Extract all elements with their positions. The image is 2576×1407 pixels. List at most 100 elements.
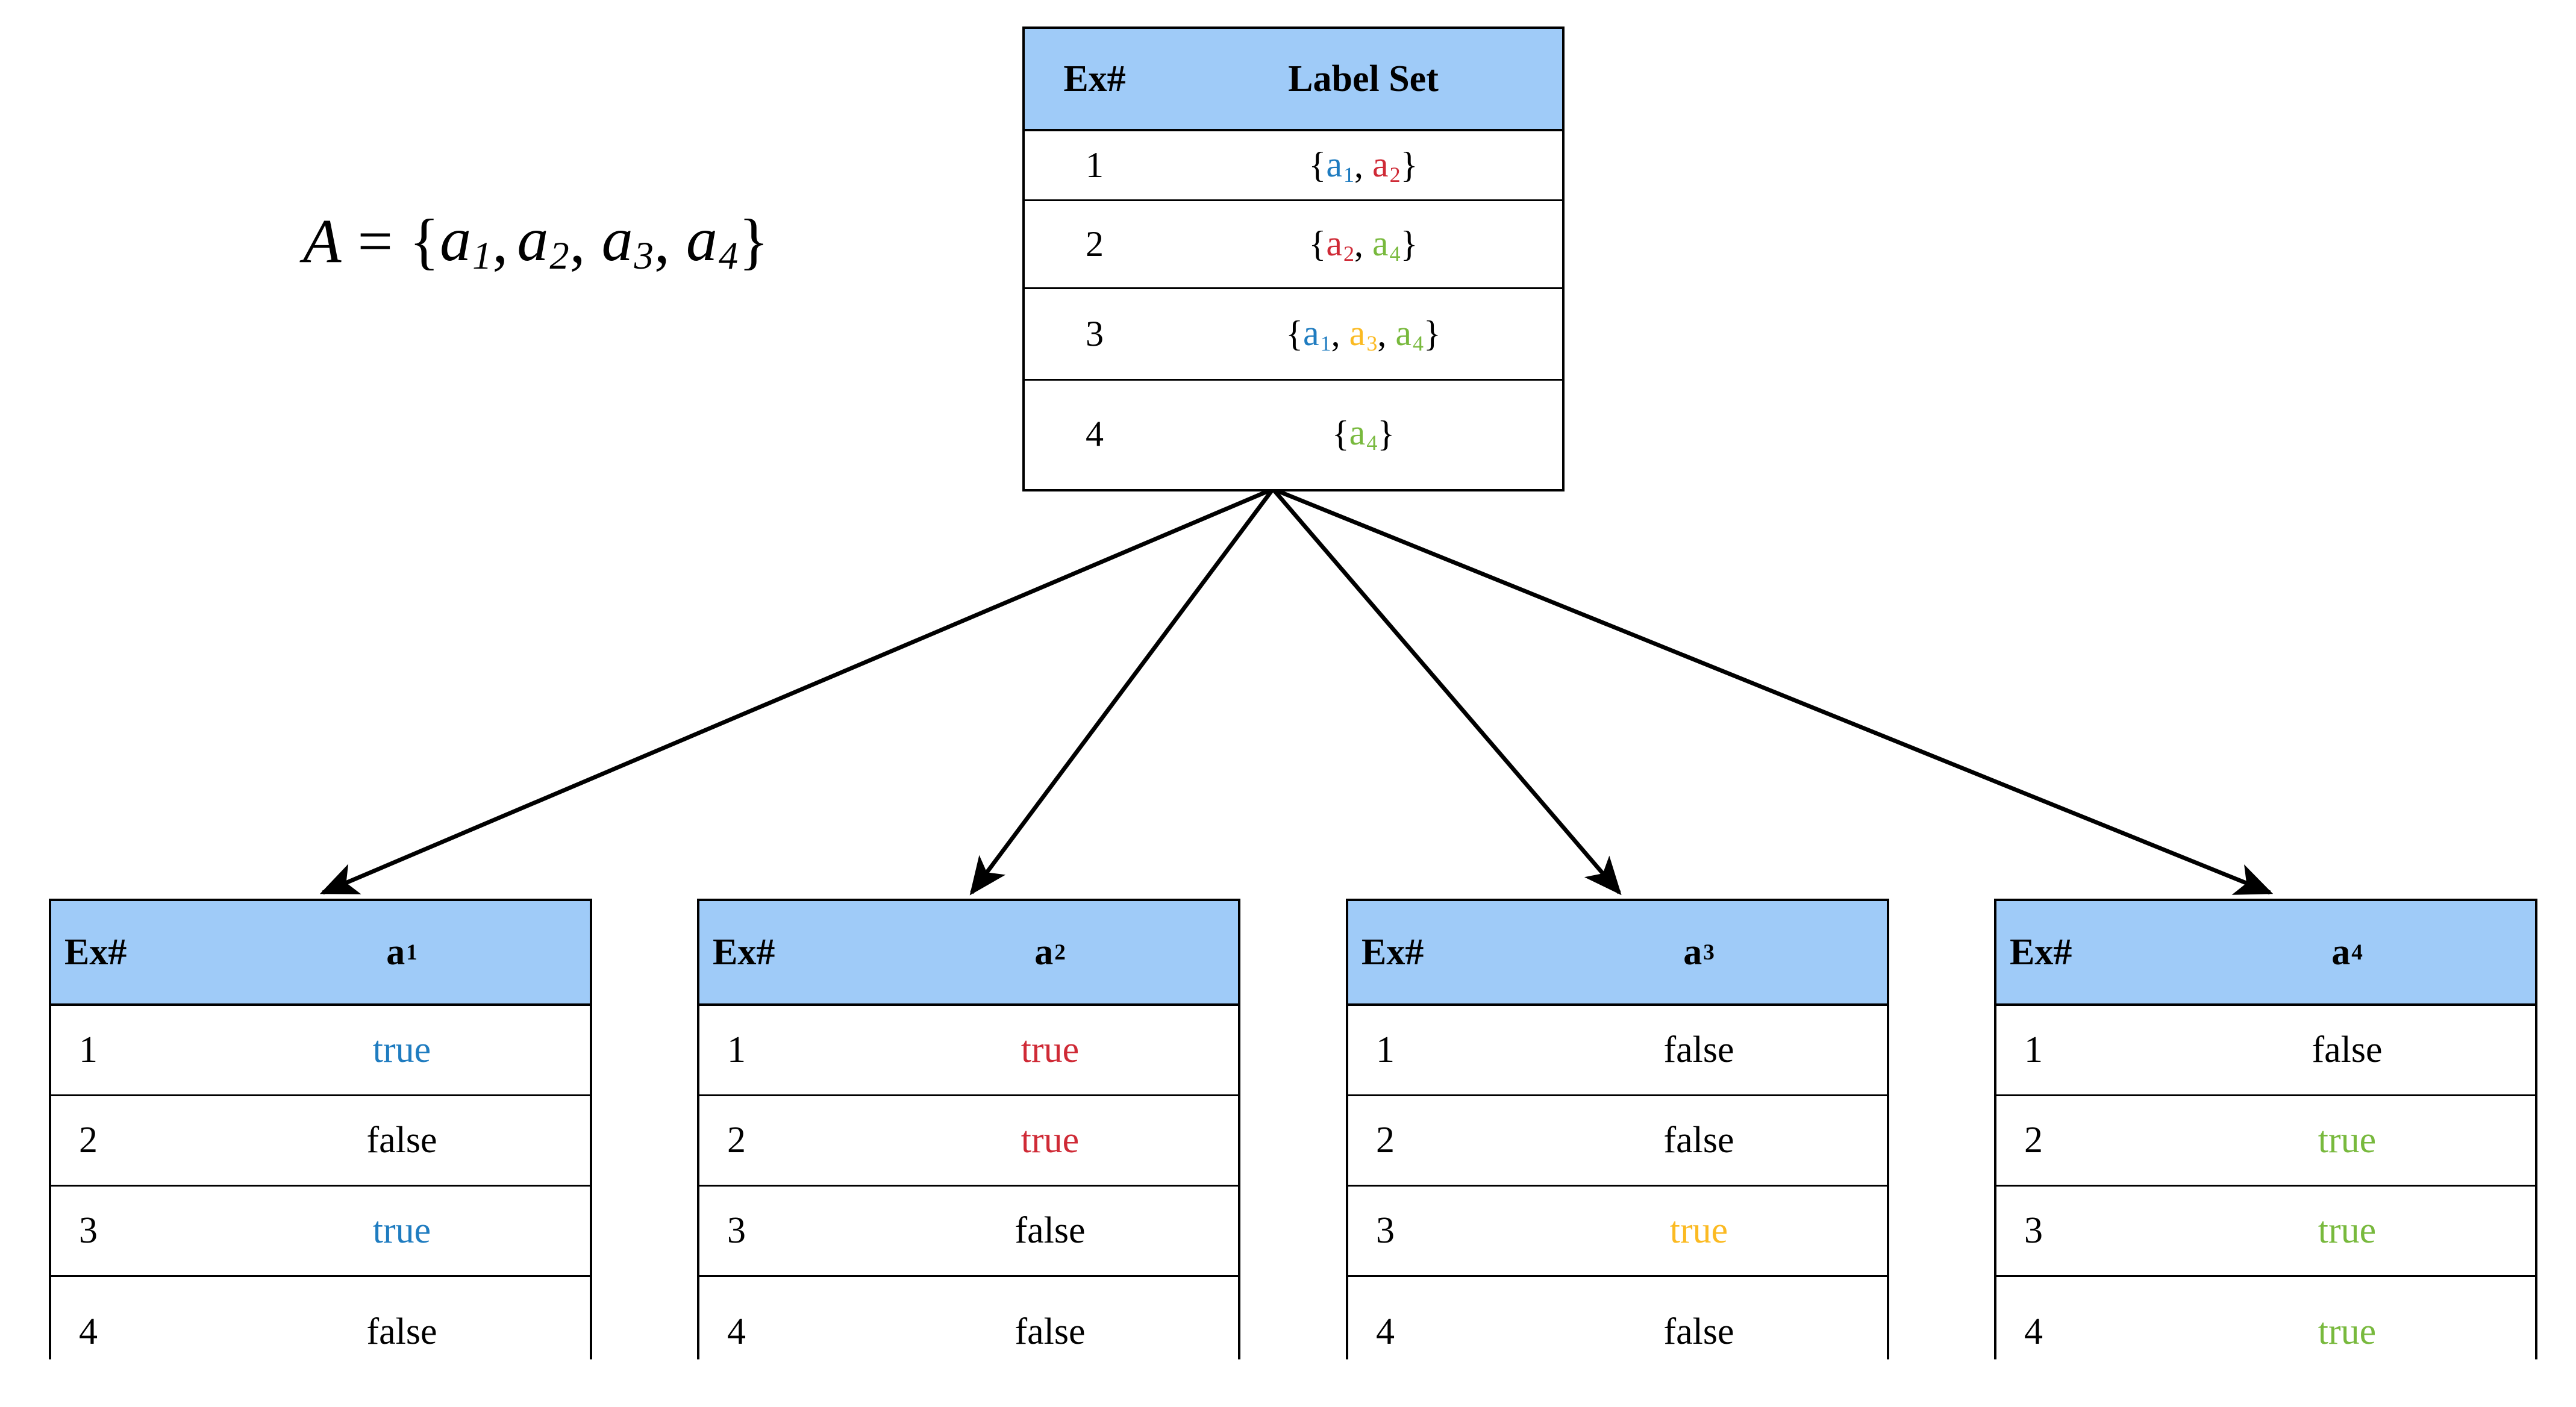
label-a3: a3 <box>1349 313 1378 355</box>
label-set-table: Ex# Label Set 1 {a1, a2} 2 {a2, a4} 3 {a… <box>1022 27 1565 491</box>
table-row: 1 false <box>1348 1006 1887 1096</box>
cell-ex-number: 2 <box>1376 1120 1395 1161</box>
cell-value: false <box>1663 1311 1734 1352</box>
cell-value: false <box>1014 1311 1086 1352</box>
equation-equals: = <box>357 206 394 276</box>
equation-element-3: a3 <box>601 204 654 278</box>
cell-value: true <box>372 1029 431 1070</box>
cell-value: true <box>2318 1311 2377 1352</box>
cell-value: false <box>366 1120 437 1161</box>
cell-ex-number: 3 <box>2024 1210 2043 1251</box>
label-a4: a4 <box>1372 223 1401 266</box>
header-ex-number: Ex# <box>1063 58 1126 99</box>
arrow-to-a1 <box>319 487 1274 895</box>
table-row: 3 true <box>1996 1187 2535 1277</box>
arrow-to-a4 <box>1272 487 2274 895</box>
label-a4: a4 <box>1349 413 1378 455</box>
table-row: 3 {a1, a3, a4} <box>1025 289 1562 381</box>
cell-label-set: {a2, a4} <box>1308 223 1418 266</box>
cell-ex-number: 1 <box>1376 1029 1395 1070</box>
table-row: 1 false <box>1996 1006 2535 1096</box>
label-a2: a2 <box>1326 223 1354 266</box>
cell-ex-number: 3 <box>1376 1210 1395 1251</box>
equation-element-4: a4 <box>686 204 739 278</box>
table-row: 2 true <box>1996 1096 2535 1187</box>
header-ex-number: Ex# <box>64 931 127 973</box>
cell-ex-number: 2 <box>727 1120 746 1161</box>
table-row: 2 false <box>1348 1096 1887 1187</box>
cell-value: false <box>1663 1029 1734 1070</box>
table-row: 3 true <box>1348 1187 1887 1277</box>
label-a2: a2 <box>1372 144 1401 187</box>
table-row: 3 true <box>51 1187 590 1277</box>
header-ex-number: Ex# <box>1361 931 1424 973</box>
cell-ex-number: 1 <box>1086 145 1104 185</box>
header-ex-number: Ex# <box>2010 931 2072 973</box>
table-row: 1 {a1, a2} <box>1025 131 1562 201</box>
arrow-to-a3 <box>1271 487 1622 896</box>
cell-ex-number: 3 <box>1086 314 1104 354</box>
cell-label-set: {a4} <box>1331 413 1395 455</box>
table-row: 4 false <box>51 1277 590 1387</box>
table-row: 2 true <box>699 1096 1238 1187</box>
arrow-to-a2 <box>969 487 1275 896</box>
cell-ex-number: 4 <box>79 1311 98 1352</box>
cell-value: true <box>372 1210 431 1251</box>
table-row: 4 false <box>1348 1277 1887 1387</box>
table-row: 2 false <box>51 1096 590 1187</box>
table-row: 3 false <box>699 1187 1238 1277</box>
equation-element-1: a1 <box>440 204 493 278</box>
equation-lhs: A <box>303 206 342 276</box>
label-a1: a1 <box>1303 313 1331 355</box>
cell-value: true <box>1021 1120 1080 1161</box>
table-row: 4 true <box>1996 1277 2535 1387</box>
cell-ex-number: 3 <box>79 1210 98 1251</box>
cell-value: true <box>1669 1210 1728 1251</box>
cell-value: true <box>2318 1210 2377 1251</box>
cell-value: false <box>366 1311 437 1352</box>
set-equation: A = { a1, a2, a3, a4 } <box>303 204 769 278</box>
cell-ex-number: 2 <box>2024 1120 2043 1161</box>
table-row: 4 false <box>699 1277 1238 1387</box>
equation-open-brace: { <box>409 206 440 276</box>
label-a4: a4 <box>1395 313 1424 355</box>
cell-value: false <box>1014 1210 1086 1251</box>
header-ex-number: Ex# <box>713 931 775 973</box>
table-row: 4 {a4} <box>1025 381 1562 487</box>
cell-label-set: {a1, a2} <box>1308 144 1418 187</box>
header-label-set: Label Set <box>1288 58 1439 99</box>
label-set-table-header: Ex# Label Set <box>1025 29 1562 131</box>
table-row: 2 {a2, a4} <box>1025 201 1562 289</box>
cell-ex-number: 4 <box>1376 1311 1395 1352</box>
cell-ex-number: 2 <box>1086 224 1104 264</box>
equation-close-brace: } <box>739 206 769 276</box>
cell-label-set: {a1, a3, a4} <box>1286 313 1441 355</box>
equation-element-2: a2 <box>517 204 570 278</box>
table-row: 1 true <box>699 1006 1238 1096</box>
cell-ex-number: 1 <box>727 1029 746 1070</box>
cell-ex-number: 1 <box>2024 1029 2043 1070</box>
cell-ex-number: 2 <box>79 1120 98 1161</box>
cell-value: true <box>1021 1029 1080 1070</box>
table-row: 1 true <box>51 1006 590 1096</box>
cell-ex-number: 3 <box>727 1210 746 1251</box>
cell-ex-number: 4 <box>2024 1311 2043 1352</box>
cell-ex-number: 4 <box>1086 413 1104 454</box>
cell-ex-number: 1 <box>79 1029 98 1070</box>
label-a1: a1 <box>1326 144 1354 187</box>
cell-value: false <box>2312 1029 2383 1070</box>
cell-ex-number: 4 <box>727 1311 746 1352</box>
